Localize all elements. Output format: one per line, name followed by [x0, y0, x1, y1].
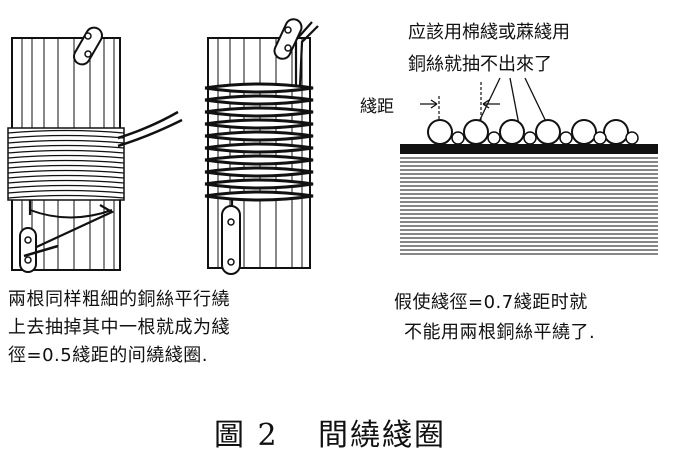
left-caption-line-2: 上去抽掉其中一根就成为綫 [8, 317, 230, 338]
wire-cross-section [400, 77, 658, 255]
left-coil-form [7, 26, 183, 273]
right-caption-line-2: 不能用兩根銅絲平繞了. [404, 322, 596, 343]
annotation-line-1: 应該用棉綫或蔴綫用 [408, 22, 570, 43]
left-caption-line-3: 徑=0.5綫距的间繞綫圈. [8, 345, 208, 366]
left-caption-line-1: 兩根同样粗細的銅絲平行繞 [8, 289, 230, 310]
figure-title: 間繞綫圈 [318, 418, 446, 453]
middle-coil-form [204, 18, 319, 275]
figure-number: 圖 2 [214, 418, 279, 453]
annotation-line-2: 銅絲就抽不出來了 [408, 54, 552, 75]
pitch-label: 綫距 [360, 97, 394, 117]
right-caption-line-1: 假使綫徑=0.7綫距时就 [394, 292, 588, 313]
